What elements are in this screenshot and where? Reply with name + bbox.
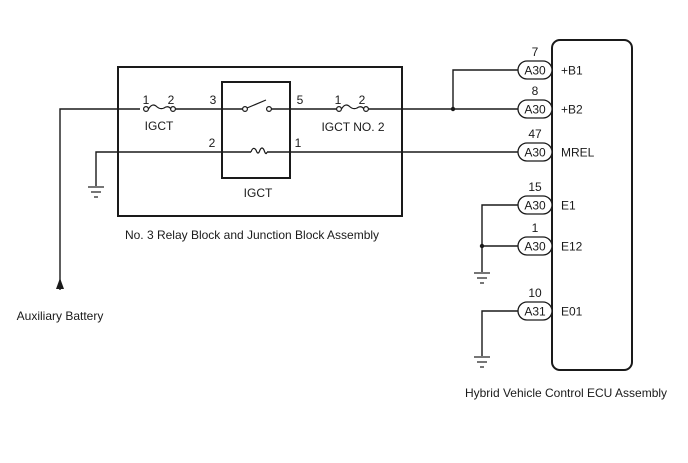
terminal-pin-number: 47 [528, 127, 542, 141]
terminal-pin-number: 1 [532, 221, 539, 235]
relay-name: IGCT [244, 186, 273, 200]
fuse2-name: IGCT NO. 2 [321, 120, 384, 134]
relay-pin-coil-b: 1 [295, 136, 302, 150]
ground-icon-e01 [474, 356, 490, 368]
splice-dot-e [479, 243, 485, 249]
connector-oval [517, 99, 553, 119]
fuse2-pin-b: 2 [359, 93, 366, 107]
fuse2-pin-a: 1 [335, 93, 342, 107]
fuse1-terminal-a [143, 105, 150, 112]
connector-oval [517, 60, 553, 80]
fuse2-element-icon [340, 104, 365, 110]
relay-contact-b [266, 105, 273, 112]
connector-id: A30 [524, 103, 546, 117]
connector-oval [517, 195, 553, 215]
fuse1-pin-b: 2 [168, 93, 175, 107]
coil-ground-wire [95, 151, 251, 186]
terminal-pin-number: 7 [532, 45, 539, 59]
ground-icon-relay [88, 186, 104, 198]
terminal-signal-name: +B1 [561, 64, 583, 78]
connector-oval [517, 236, 553, 256]
fuse1-pin-a: 1 [143, 93, 150, 107]
battery-label: Auxiliary Battery [17, 309, 104, 323]
terminal-signal-name: E12 [561, 240, 583, 254]
fuse1-terminal-b [170, 105, 177, 112]
connector-id: A31 [524, 305, 546, 319]
relay-switch-blade [246, 99, 267, 109]
connector-id: A30 [524, 146, 546, 160]
relay-pin-coil-a: 2 [209, 136, 216, 150]
relay-block-outline [117, 66, 403, 217]
fuse1-element-icon [147, 104, 172, 110]
relay-coil-icon [250, 147, 268, 155]
relay-contact-a [242, 105, 249, 112]
terminal-pin-number: 10 [528, 286, 542, 300]
connector-oval [517, 301, 553, 321]
e1-ground-wire [481, 204, 518, 272]
e01-ground-wire [481, 310, 518, 356]
ecu-terminal: A30 7 +B1 [517, 45, 583, 80]
connector-id: A30 [524, 199, 546, 213]
ecu-terminals: A307+B1A308+B2A3047MRELA3015E1A301E12A31… [517, 45, 595, 321]
fuse1-name: IGCT [145, 119, 174, 133]
ground-icon-e1 [474, 272, 490, 284]
relay-pin-switch-in: 3 [210, 93, 217, 107]
connector-oval [517, 142, 553, 162]
terminal-signal-name: E01 [561, 305, 583, 319]
relay-block-title: No. 3 Relay Block and Junction Block Ass… [125, 228, 379, 242]
terminal-signal-name: +B2 [561, 103, 583, 117]
b1-branch-wire [452, 69, 518, 109]
terminal-signal-name: E1 [561, 199, 576, 213]
fuse2-terminal-a [336, 105, 343, 112]
connector-id: A30 [524, 64, 546, 78]
ecu-terminal: A30 8 +B2 [517, 84, 583, 119]
terminal-signal-name: MREL [561, 146, 595, 160]
relay-outline [221, 81, 291, 179]
ecu-title: Hybrid Vehicle Control ECU Assembly [465, 386, 667, 400]
fuse2-terminal-b [363, 105, 370, 112]
connector-id: A30 [524, 240, 546, 254]
relay-pin-switch-out: 5 [297, 93, 304, 107]
terminal-pin-number: 15 [528, 180, 542, 194]
battery-wire [59, 108, 140, 290]
battery-arrow-icon [56, 278, 64, 289]
terminal-pin-number: 8 [532, 84, 539, 98]
